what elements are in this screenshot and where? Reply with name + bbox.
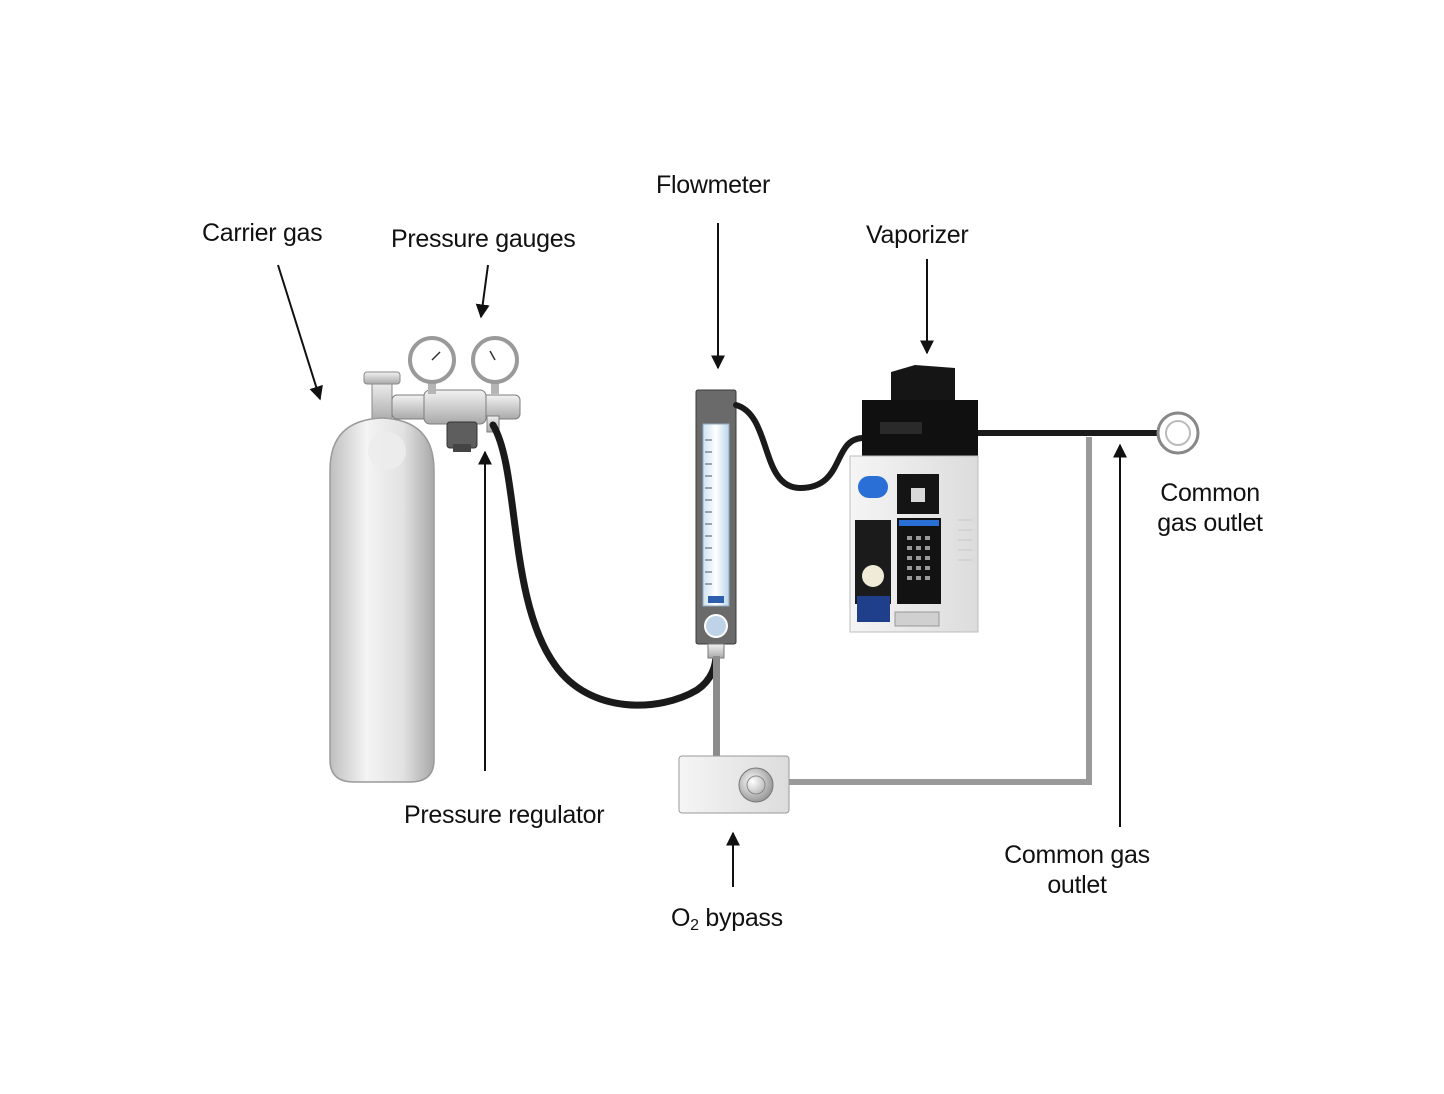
label-o2-bypass-prefix: O [671,904,691,932]
flowmeter [695,389,737,659]
label-flowmeter: Flowmeter [656,171,770,199]
pressure-gauge-right [471,336,519,394]
flowmeter-to-vaporizer-hose [733,402,865,492]
bypass-pipe-vertical [713,656,720,758]
common-gas-outlet-port [1156,411,1200,455]
label-common-gas-outlet-right: Common gas outlet [1140,478,1280,538]
label-common-gas-outlet-right-line1: Common [1160,479,1260,507]
pressure-regulator [391,389,521,452]
vaporizer [849,365,979,633]
gas-cylinder [329,371,435,783]
pressure-gauge-left [408,336,456,394]
label-common-gas-outlet-right-line2: gas outlet [1157,509,1263,537]
label-o2-bypass-suffix: bypass [698,904,783,932]
supply-hose [489,421,720,709]
label-common-gas-outlet-bottom-line2: outlet [1047,871,1107,899]
label-vaporizer: Vaporizer [866,221,969,249]
arrow-carrier-gas [277,264,323,401]
label-carrier-gas: Carrier gas [202,219,323,247]
label-pressure-gauges: Pressure gauges [391,225,576,253]
label-pressure-regulator: Pressure regulator [404,801,605,829]
label-common-gas-outlet-bottom-line1: Common gas [1004,841,1150,869]
label-common-gas-outlet-bottom: Common gas outlet [992,840,1162,900]
label-o2-bypass-subscript: 2 [690,917,699,934]
label-o2-bypass: O2 bypass [671,903,783,941]
arrow-pressure-gauges [475,264,490,319]
o2-bypass-valve [678,755,790,814]
bypass-pipe [789,437,1092,785]
